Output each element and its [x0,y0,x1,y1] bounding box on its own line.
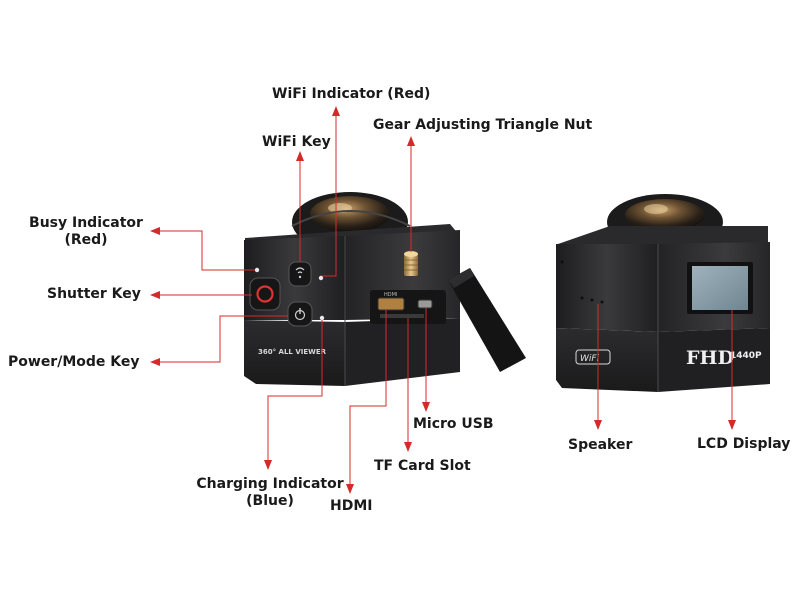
label-charging-indicator: Charging Indicator (Blue) [190,476,350,510]
port-panel: HDMI [370,290,446,324]
resolution-print: 1440P [730,351,762,361]
arrowhead-gear-nut [407,136,415,146]
wifi-indicator-led [318,275,324,281]
speaker-grille [580,296,604,304]
port-cover-flap [448,268,526,372]
arrowhead-shutter-key [150,291,160,299]
hdmi-port-print: HDMI [384,292,397,298]
label-micro-usb: Micro USB [413,416,494,432]
label-lcd-display: LCD Display [697,436,791,452]
busy-indicator-led [254,267,260,273]
label-tf-card-slot: TF Card Slot [374,458,471,474]
arrowhead-speaker [594,420,602,430]
tf-card-slot[interactable] [380,314,424,318]
lcd-display [687,262,753,314]
arrowhead-wifi-key [296,151,304,161]
camera-left: 360° ALL VIEWER HDMI [244,192,526,386]
label-gear-nut: Gear Adjusting Triangle Nut [373,117,593,133]
model-print: 360° ALL VIEWER [258,348,327,356]
label-hdmi: HDMI [330,498,373,514]
callout-lines [150,106,736,494]
arrowhead-tf-card [404,442,412,452]
label-wifi-key: WiFi Key [262,134,331,150]
tripod-screw-nut [404,251,418,276]
arrowhead-power-mode-key [150,358,160,366]
label-power-mode-key: Power/Mode Key [8,354,140,370]
label-busy-indicator-line2: (Red) [64,232,108,248]
callout-busy-indicator [154,230,255,271]
arrowhead-lcd [728,420,736,430]
label-speaker: Speaker [568,437,633,453]
callout-hdmi [349,310,387,490]
arrowhead-busy-indicator [150,227,160,235]
callout-charging-indicator [267,320,323,466]
arrowhead-charging-indicator [264,460,272,470]
hdmi-port[interactable] [377,297,405,311]
power-mode-key[interactable] [287,301,313,327]
shutter-key[interactable] [249,277,281,311]
label-shutter-key: Shutter Key [47,286,141,302]
wifi-logo-text: WiFi [580,354,600,364]
charging-indicator-led [319,315,325,321]
callout-wifi-indicator [322,110,337,277]
micro-usb-port[interactable] [417,299,433,309]
arrowhead-micro-usb [422,402,430,412]
arrowhead-hdmi [346,484,354,494]
wifi-key[interactable] [288,261,312,287]
camera-right: WiFi FHD 1440P [556,194,770,392]
label-busy-indicator-line1: Busy Indicator [29,215,143,231]
label-charging-indicator-line2: (Blue) [246,493,294,509]
label-charging-indicator-line1: Charging Indicator [196,476,344,492]
callout-power-mode-key [154,315,288,363]
label-busy-indicator: Busy Indicator (Red) [26,215,146,249]
label-wifi-indicator: WiFi Indicator (Red) [272,86,431,102]
fhd-print: FHD [686,347,734,369]
wifi-logo: WiFi [575,349,611,365]
arrowhead-wifi-indicator [332,106,340,116]
